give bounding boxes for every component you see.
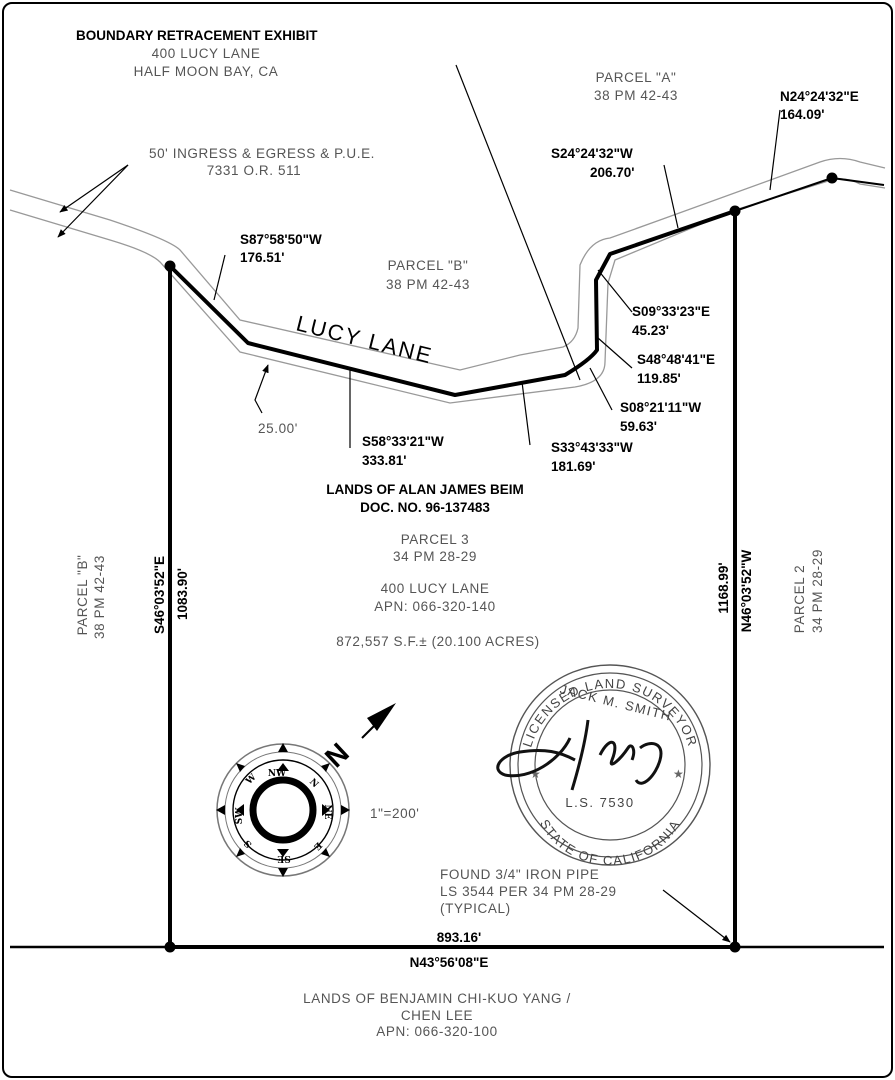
monument-note-1: FOUND 3/4" IRON PIPE [440, 867, 599, 882]
monument-sw [164, 941, 176, 953]
parcel-3-label: PARCEL 3 [401, 532, 470, 547]
svg-text:STATE OF CALIFORNIA: STATE OF CALIFORNIA [537, 817, 683, 868]
west-line-bearing: S46°03'52"E [152, 556, 167, 634]
parcel-2-ref: 34 PM 28-29 [810, 549, 825, 633]
course-6-distance: 45.23' [632, 323, 669, 338]
south-owner-name-2: CHEN LEE [401, 1008, 473, 1023]
course-3-bearing: S33°43'33"W [551, 440, 633, 455]
svg-text:★: ★ [530, 767, 541, 781]
parcel-a-ref: 38 PM 42-43 [594, 88, 678, 103]
parcel-3-apn: APN: 066-320-140 [374, 599, 495, 614]
course-2-bearing: S58°33'21"W [362, 434, 444, 449]
course-5-bearing: S48°48'41"E [637, 352, 715, 367]
parcel-3-ref: 34 PM 28-29 [393, 549, 477, 564]
exhibit-address: 400 LUCY LANE [152, 46, 261, 61]
east-line-distance: 1168.99' [716, 562, 731, 613]
svg-text:SE: SE [277, 853, 290, 863]
course-2-distance: 333.81' [362, 453, 407, 468]
parcel-a-label: PARCEL "A" [596, 70, 677, 85]
svg-text:N: N [307, 777, 320, 790]
svg-text:W: W [244, 772, 260, 788]
surveyor-seal: LICENSED LAND SURVEYOR STATE OF CALIFORN… [496, 664, 711, 868]
leader-lines [57, 109, 781, 943]
svg-text:NE: NE [322, 804, 332, 819]
parcel-2-label: PARCEL 2 [792, 565, 807, 634]
ne-line-continue [831, 177, 885, 186]
exhibit-title: BOUNDARY RETRACEMENT EXHIBIT [76, 28, 318, 43]
parcel-b-left-label: PARCEL "B" [75, 555, 90, 636]
monument-se [729, 941, 741, 953]
course-4-bearing: S08°21'11"W [620, 400, 701, 415]
svg-text:S: S [243, 838, 255, 850]
course-8-bearing: N24°24'32"E [780, 89, 859, 104]
course-1-bearing: S87°58'50"W [240, 232, 322, 247]
owner-name: LANDS OF ALAN JAMES BEIM [326, 482, 524, 497]
property-boundary [168, 209, 737, 949]
course-4-distance: 59.63' [620, 419, 657, 434]
course-3-distance: 181.69' [551, 459, 596, 474]
signature [496, 719, 663, 791]
monument-far-ne [826, 172, 838, 184]
east-line-bearing: N46°03'52"W [739, 549, 754, 632]
parcel-b-label: PARCEL "B" [388, 258, 469, 273]
road-width-label: 25.00' [258, 421, 298, 436]
south-owner-apn: APN: 066-320-100 [376, 1024, 497, 1039]
south-owner-name: LANDS OF BENJAMIN CHI-KUO YANG / [303, 991, 571, 1006]
tie-line [455, 64, 581, 381]
easement-label: 50' INGRESS & EGRESS & P.U.E. [149, 146, 375, 161]
monument-nw [164, 260, 176, 272]
parcel-b-ref: 38 PM 42-43 [386, 277, 470, 292]
south-line-bearing: N43°56'08"E [410, 955, 489, 970]
monument-note-2: LS 3544 PER 34 PM 28-29 [440, 884, 617, 899]
easement-ref: 7331 O.R. 511 [207, 163, 302, 178]
course-7-bearing: S24°24'32"W [551, 146, 633, 161]
owner-doc: DOC. NO. 96-137483 [360, 500, 490, 515]
parcel-3-area: 872,557 S.F.± (20.100 ACRES) [336, 634, 540, 649]
course-1-distance: 176.51' [240, 250, 285, 265]
west-line-distance: 1083.90' [175, 568, 190, 620]
monument-note-3: (TYPICAL) [440, 901, 511, 916]
svg-text:L.S. 7530: L.S. 7530 [565, 795, 634, 810]
monument-ne [729, 205, 741, 217]
course-5-distance: 119.85' [637, 371, 681, 386]
parcel-b-left-ref: 38 PM 42-43 [92, 555, 107, 639]
course-6-bearing: S09°33'23"E [632, 304, 710, 319]
parcel-3-address: 400 LUCY LANE [381, 581, 490, 596]
course-8-distance: 164.09' [780, 107, 825, 122]
svg-text:NW: NW [268, 769, 287, 779]
compass-rose: NW W SW S SE E NE N N [216, 703, 396, 877]
south-line-distance: 893.16' [437, 930, 482, 945]
svg-text:★: ★ [673, 767, 684, 781]
course-7-distance: 206.70' [590, 165, 635, 180]
scale-label: 1"=200' [370, 806, 420, 821]
svg-text:SW: SW [235, 807, 245, 824]
ne-boundary-extension [734, 177, 833, 212]
north-arrow-icon [367, 703, 396, 731]
exhibit-city: HALF MOON BAY, CA [134, 64, 279, 79]
